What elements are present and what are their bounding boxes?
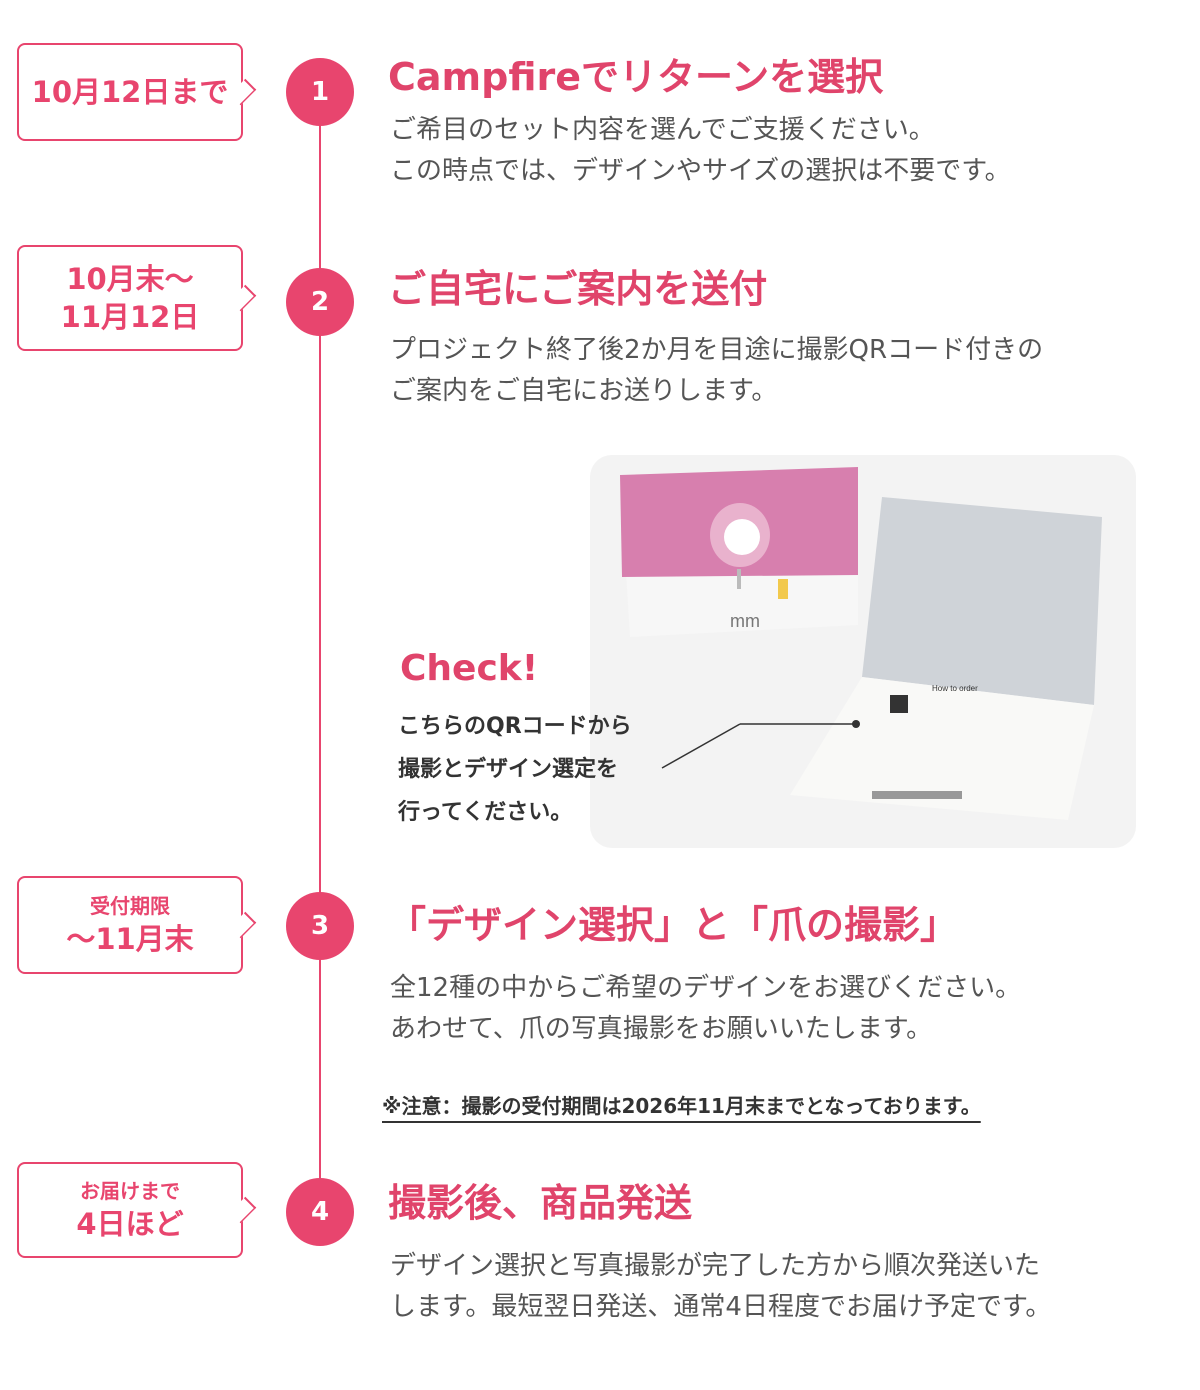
body-line: します。最短翌日発送、通常4日程度でお届け予定です。 <box>390 1292 1052 1322</box>
step-2-title: ご自宅にご案内を送付 <box>388 267 768 311</box>
check-pointer-line <box>661 720 860 769</box>
step-1-title: Campfireでリターンを選択 <box>388 55 884 99</box>
date-label-line-2: 4日ほど <box>76 1207 184 1241</box>
step-4-body: デザイン選択と写真撮影が完了した方から順次発送いた します。最短翌日発送、通常4… <box>390 1246 1051 1328</box>
date-label-line-1: 受付期限 <box>90 894 170 918</box>
step-number-2: 2 <box>286 268 354 336</box>
body-line: この時点では、デザインやサイズの選択は不要です。 <box>390 156 1011 186</box>
date-label-line-2: 〜11月末 <box>66 922 194 956</box>
timeline-line <box>319 92 321 1212</box>
step-number-1: 1 <box>286 58 354 126</box>
step-number-4: 4 <box>286 1178 354 1246</box>
date-label-line-1: お届けまで <box>80 1179 180 1203</box>
date-label-line-2: 11月12日 <box>60 300 200 334</box>
check-text: こちらのQRコードから 撮影とデザイン選定を 行ってください。 <box>398 705 632 834</box>
date-label-line-1: 10月末〜 <box>66 262 194 296</box>
guide-card-illustration: mm How to order <box>620 467 1102 820</box>
step-3-body: 全12種の中からご希望のデザインをお選びください。 あわせて、爪の写真撮影をお願… <box>390 968 1021 1050</box>
deadline-note: ※注意：撮影の受付期間は2026年11月末までとなっております。 <box>382 1094 981 1118</box>
body-line: ご案内をご自宅にお送りします。 <box>390 376 778 406</box>
step-1-body: ご希目のセット内容を選んでご支援ください。 この時点では、デザインやサイズの選択… <box>390 110 1011 192</box>
check-line: 撮影とデザイン選定を <box>398 757 619 782</box>
step-3-title: 「デザイン選択」と「爪の撮影」 <box>388 903 959 947</box>
date-badge-step-2: 10月末〜 11月12日 <box>17 245 243 351</box>
date-badge-step-1: 10月12日まで <box>17 43 243 141</box>
date-label: 10月12日まで <box>31 75 229 109</box>
check-line: 行ってください。 <box>398 800 573 825</box>
step-2-body: プロジェクト終了後2か月を目途に撮影QRコード付きの ご案内をご自宅にお送りしま… <box>390 330 1043 412</box>
date-badge-step-4: お届けまで 4日ほど <box>17 1162 243 1258</box>
body-line: あわせて、爪の写真撮影をお願いいたします。 <box>390 1014 933 1044</box>
how-to-order-label: How to order <box>932 684 978 693</box>
check-line: こちらのQRコードから <box>398 714 632 739</box>
body-line: プロジェクト終了後2か月を目途に撮影QRコード付きの <box>390 335 1044 365</box>
step-4-title: 撮影後、商品発送 <box>388 1181 693 1225</box>
body-line: ご希目のセット内容を選んでご支援ください。 <box>390 115 935 145</box>
body-line: 全12種の中からご希望のデザインをお選びください。 <box>390 973 1022 1003</box>
check-title: Check! <box>400 648 539 689</box>
body-line: デザイン選択と写真撮影が完了した方から順次発送いた <box>390 1251 1041 1281</box>
step-number-3: 3 <box>286 892 354 960</box>
date-badge-step-3: 受付期限 〜11月末 <box>17 876 243 974</box>
card-brand: mm <box>730 611 760 631</box>
guide-card-photo: mm How to order <box>590 455 1136 848</box>
